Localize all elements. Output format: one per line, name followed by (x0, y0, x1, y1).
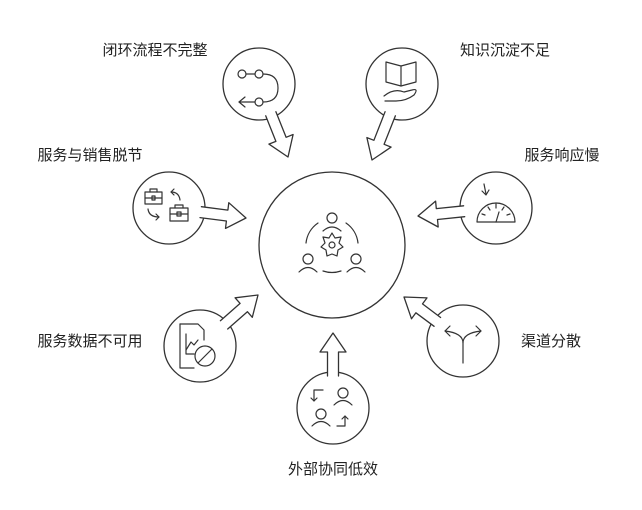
arrow-to-center (219, 294, 259, 330)
node-circle (426, 304, 500, 378)
arrow-to-center (319, 332, 347, 377)
arrow-fill (200, 202, 246, 229)
node-data (163, 294, 259, 383)
node-label-external: 外部协同低效 (288, 460, 378, 478)
process-loop-icon (237, 69, 279, 108)
node-channels (403, 296, 500, 378)
node-circle (163, 309, 237, 383)
node-label-knowledge: 知识沉淀不足 (460, 41, 550, 59)
node-label-data: 服务数据不可用 (37, 332, 142, 350)
node-circle (365, 47, 439, 121)
arrow-to-center (265, 111, 294, 158)
node-circle (132, 171, 206, 245)
node-label-channels: 渠道分散 (521, 332, 581, 350)
node-circle (222, 47, 296, 121)
node-label-closed-loop: 闭环流程不完整 (102, 41, 207, 59)
arrow-to-center (403, 296, 442, 327)
arrow-fill (404, 297, 441, 327)
gauge-icon (476, 183, 516, 223)
external-collaboration-icon (310, 387, 353, 427)
node-response (417, 171, 533, 245)
arrow-fill (418, 201, 465, 227)
arrow-fill (220, 295, 258, 329)
arrow-fill (366, 111, 396, 160)
split-arrows-icon (444, 325, 482, 364)
node-circle (296, 371, 370, 445)
briefcase-exchange-icon (144, 188, 189, 222)
node-label-response: 服务响应慢 (524, 146, 599, 164)
node-closed-loop (222, 47, 296, 158)
book-hand-icon (383, 61, 417, 102)
team-collaboration-gear-icon (298, 212, 366, 274)
center-node (258, 171, 406, 319)
arrow-fill (320, 333, 346, 376)
arrow-fill (265, 111, 294, 157)
arrow-to-center (366, 111, 397, 161)
node-external (296, 332, 370, 445)
node-sales-service (132, 171, 247, 245)
arrow-to-center (199, 202, 247, 230)
node-knowledge (365, 47, 439, 161)
node-label-sales-service: 服务与销售脱节 (37, 146, 142, 164)
arrow-to-center (417, 200, 466, 228)
data-unavailable-icon (179, 323, 216, 369)
